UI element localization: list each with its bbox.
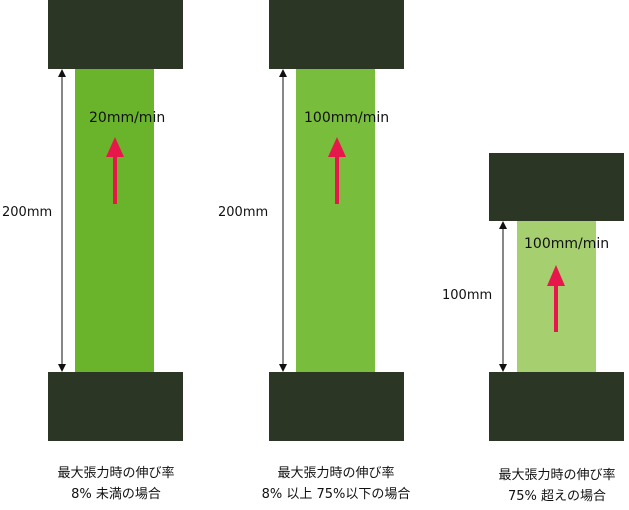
- dimension-line-2: [279, 69, 287, 372]
- speed-label-3: 100mm/min: [524, 236, 610, 252]
- caption-1: 最大張力時の伸び率 8% 未満の場合: [16, 463, 216, 505]
- speed-label-1: 20mm/min: [89, 110, 166, 126]
- caption-3: 最大張力時の伸び率 75% 超えの場合: [457, 465, 629, 507]
- caption-1-line-2: 8% 未満の場合: [71, 487, 161, 502]
- lower-grip-3: [489, 372, 624, 441]
- gauge-length-label-3: 100mm: [442, 288, 493, 303]
- caption-2-line-1: 最大張力時の伸び率: [277, 466, 395, 481]
- specimen-2: [296, 69, 375, 372]
- upper-grip-3: [489, 153, 624, 221]
- caption-3-line-2: 75% 超えの場合: [507, 489, 607, 504]
- speed-label-2: 100mm/min: [304, 110, 390, 126]
- caption-3-line-1: 最大張力時の伸び率: [498, 468, 616, 483]
- pull-arrow-icon: [328, 137, 346, 204]
- pull-arrow-icon: [106, 137, 124, 204]
- gauge-length-label-2: 200mm: [218, 205, 269, 220]
- upper-grip-1: [48, 0, 183, 69]
- upper-grip-2: [269, 0, 404, 69]
- dimension-line-3: [499, 221, 507, 372]
- lower-grip-2: [269, 372, 404, 441]
- caption-2-line-2: 8% 以上 75%以下の場合: [261, 487, 411, 502]
- dimension-line-1: [58, 69, 66, 372]
- specimen-1: [75, 69, 154, 372]
- lower-grip-1: [48, 372, 183, 441]
- caption-2: 最大張力時の伸び率 8% 以上 75%以下の場合: [236, 463, 436, 505]
- caption-1-line-1: 最大張力時の伸び率: [57, 466, 175, 481]
- gauge-length-label-1: 200mm: [2, 205, 53, 220]
- pull-arrow-icon: [547, 265, 565, 332]
